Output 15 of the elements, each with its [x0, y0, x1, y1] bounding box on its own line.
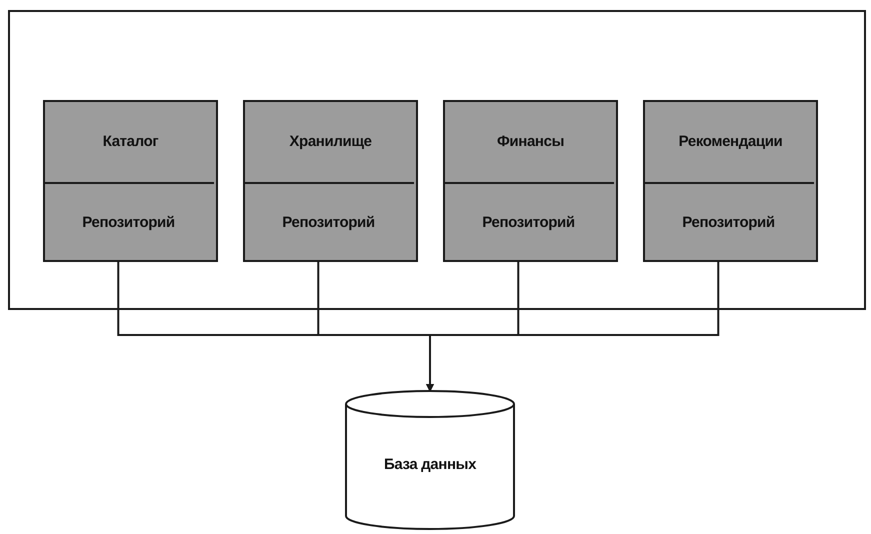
node-label: Рекомендации [678, 132, 782, 152]
container-box [8, 10, 866, 310]
node-label: Репозиторий [82, 212, 175, 233]
node-label: Репозиторий [682, 212, 775, 233]
connector-arrow [426, 262, 720, 392]
node-label: Хранилище [289, 132, 372, 152]
node-label: Каталог [102, 132, 158, 152]
node-label: Репозиторий [282, 212, 375, 233]
node-label: База данных [384, 454, 476, 475]
service-box [43, 100, 218, 262]
node-label: Финансы [496, 132, 564, 152]
node-label: Репозиторий [482, 212, 575, 233]
service-box [443, 100, 618, 262]
service-box [643, 100, 818, 262]
service-box [243, 100, 418, 262]
